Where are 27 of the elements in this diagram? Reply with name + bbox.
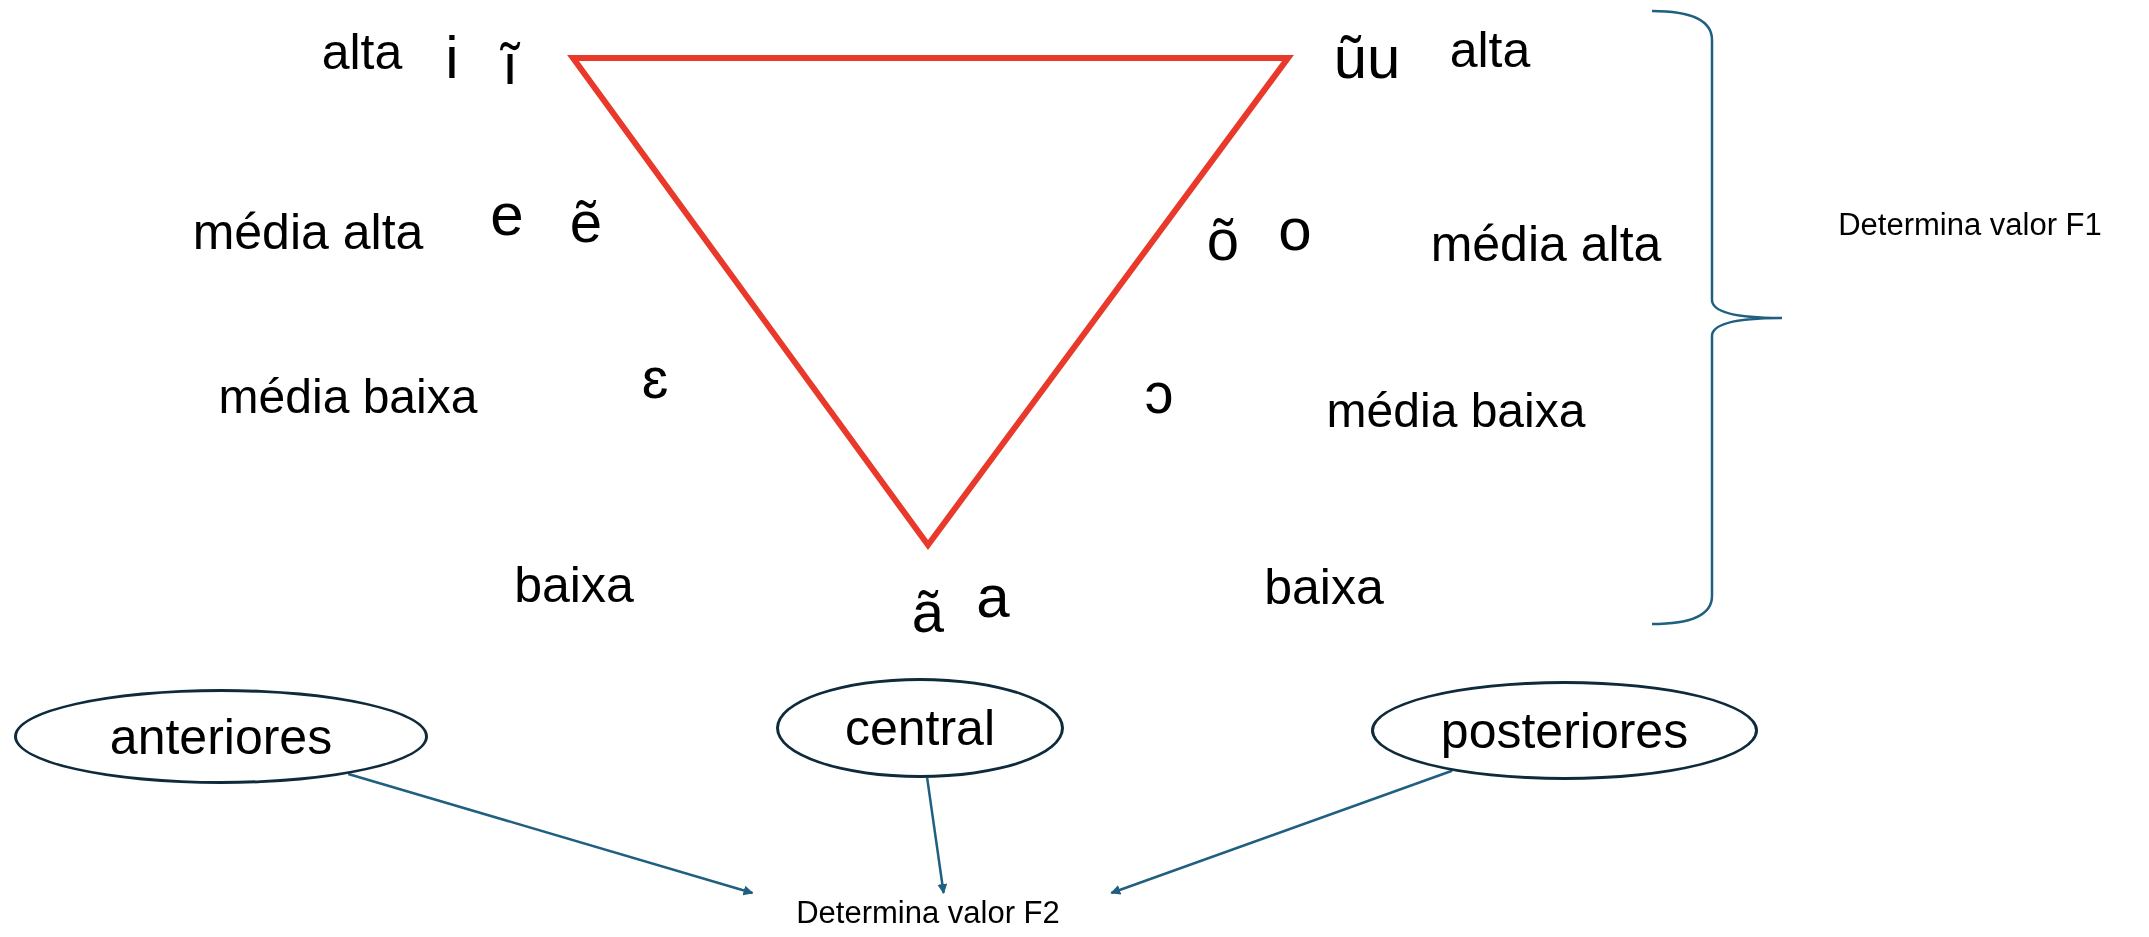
label-text: Determina valor F1 (1838, 207, 2102, 243)
vowel-symbol: o (1278, 197, 1312, 263)
vowel-symbol: ẽ (569, 190, 603, 254)
vowel-symbol: e (490, 182, 524, 248)
vowel-symbol: ĩ (501, 32, 519, 96)
ellipse-node: posteriores (1371, 681, 1758, 780)
label-text: média alta (1430, 216, 1662, 272)
vowel-symbol: õ (1206, 208, 1240, 272)
edge-target-text: Determina valor F2 (733, 893, 1123, 933)
vowel-symbol: ɔ (1144, 361, 1174, 425)
ellipse-node: central (776, 678, 1064, 778)
vowel-symbol: a (976, 564, 1010, 630)
arrow (925, 777, 948, 894)
label-text: alta (1449, 22, 1531, 78)
arrow (1110, 769, 1453, 895)
ellipse-node: anteriores (14, 689, 428, 784)
vowel-symbol: ã (911, 580, 945, 644)
arrow (347, 772, 754, 896)
label-text: média alta (192, 204, 424, 260)
label-text: média baixa (218, 370, 478, 424)
vowel-symbol: ɛ (641, 346, 669, 410)
vowel-symbol: i (445, 25, 459, 91)
vowel-symbol: ũu (1333, 25, 1401, 91)
label-text: média baixa (1326, 384, 1586, 438)
label-text: baixa (1264, 559, 1384, 615)
label-text: alta (321, 24, 403, 80)
label-text: baixa (514, 557, 634, 613)
